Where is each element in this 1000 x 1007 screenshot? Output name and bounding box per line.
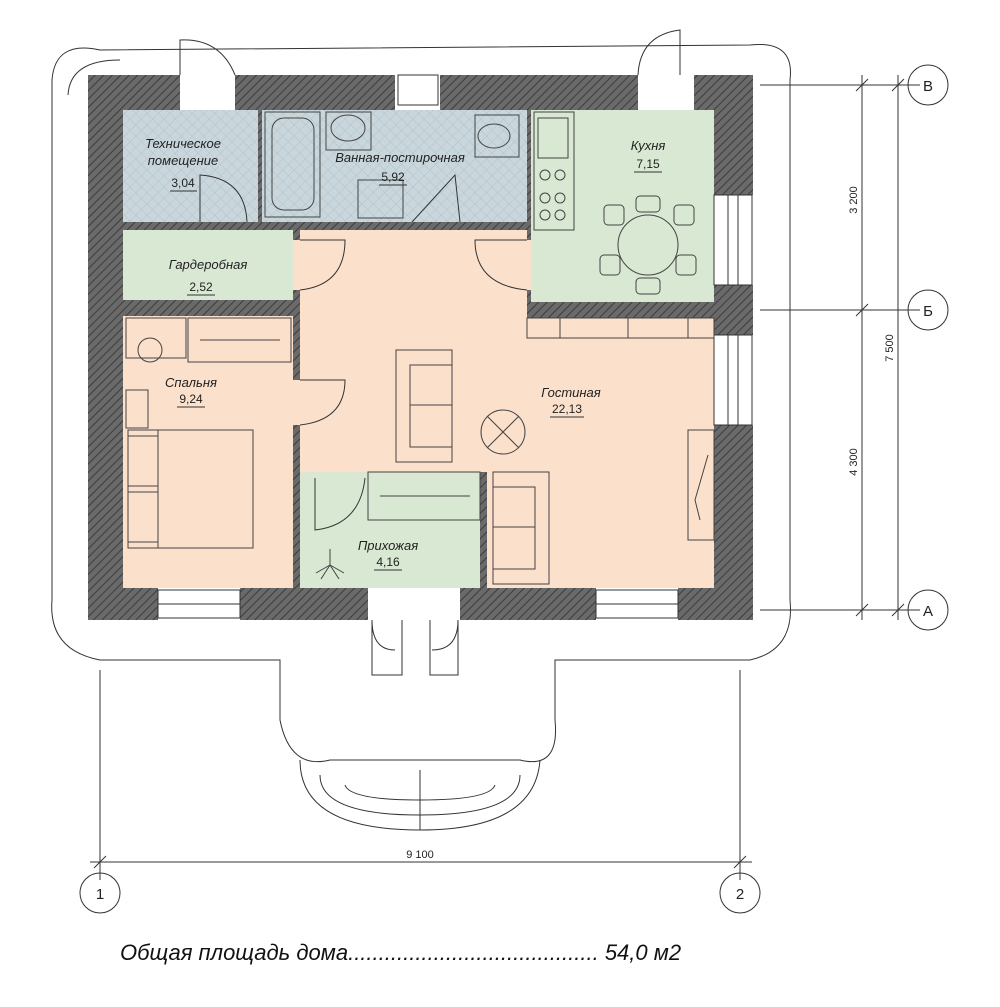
- living-room-name: Гостиная: [541, 385, 601, 400]
- dim-upper: 3 200: [848, 186, 860, 214]
- furniture: [125, 111, 715, 585]
- tech-room-area: [123, 110, 258, 222]
- living-room-area: 22,13: [552, 402, 582, 416]
- tech-room-area: 3,04: [171, 176, 195, 190]
- axis-col-right: 2: [736, 886, 744, 903]
- dim-lower: 4 300: [848, 448, 860, 476]
- bedroom-room-area: 9,24: [179, 392, 203, 406]
- bath-room-name: Ванная-постирочная: [335, 150, 465, 165]
- tech-room-name-2: помещение: [148, 153, 218, 168]
- dimension-lines: [90, 75, 920, 880]
- axis-col-left: 1: [96, 886, 104, 903]
- bedroom-room-area: [123, 316, 293, 588]
- bedroom-room-name: Спальня: [165, 375, 217, 390]
- doors: [179, 29, 681, 676]
- total-area-label: Общая площадь дома: [120, 940, 349, 965]
- axis-row-bottom: А: [923, 603, 933, 620]
- wardrobe-room-area: 2,52: [189, 280, 213, 294]
- wardrobe-room-name: Гардеробная: [169, 257, 248, 272]
- room-labels: Техническое помещение 3,04 Ванная-постир…: [145, 136, 666, 571]
- total-area-dots: ........................................…: [348, 940, 599, 965]
- kitchen-room-area: 7,15: [636, 157, 660, 171]
- bath-room-area: [262, 110, 527, 222]
- dim-total-vertical: 7 500: [884, 334, 896, 362]
- tech-room-name: Техническое: [145, 136, 221, 151]
- total-area-line: Общая площадь дома......................…: [120, 940, 760, 974]
- axis-row-top: В: [923, 78, 933, 95]
- windows: [157, 74, 753, 619]
- kitchen-room-name: Кухня: [631, 138, 666, 153]
- axis-row-mid: Б: [923, 303, 933, 320]
- bath-room-area: 5,92: [381, 170, 405, 184]
- hall-room-area: 4,16: [376, 555, 400, 569]
- hall-room-area: [300, 472, 480, 588]
- wardrobe-room-area: [123, 230, 293, 300]
- dim-total-horizontal: 9 100: [406, 849, 434, 861]
- hall-room-name: Прихожая: [358, 538, 418, 553]
- living-room-area: [300, 230, 714, 588]
- axis-markers: [79, 64, 949, 914]
- total-area-value: 54,0 м2: [604, 940, 682, 965]
